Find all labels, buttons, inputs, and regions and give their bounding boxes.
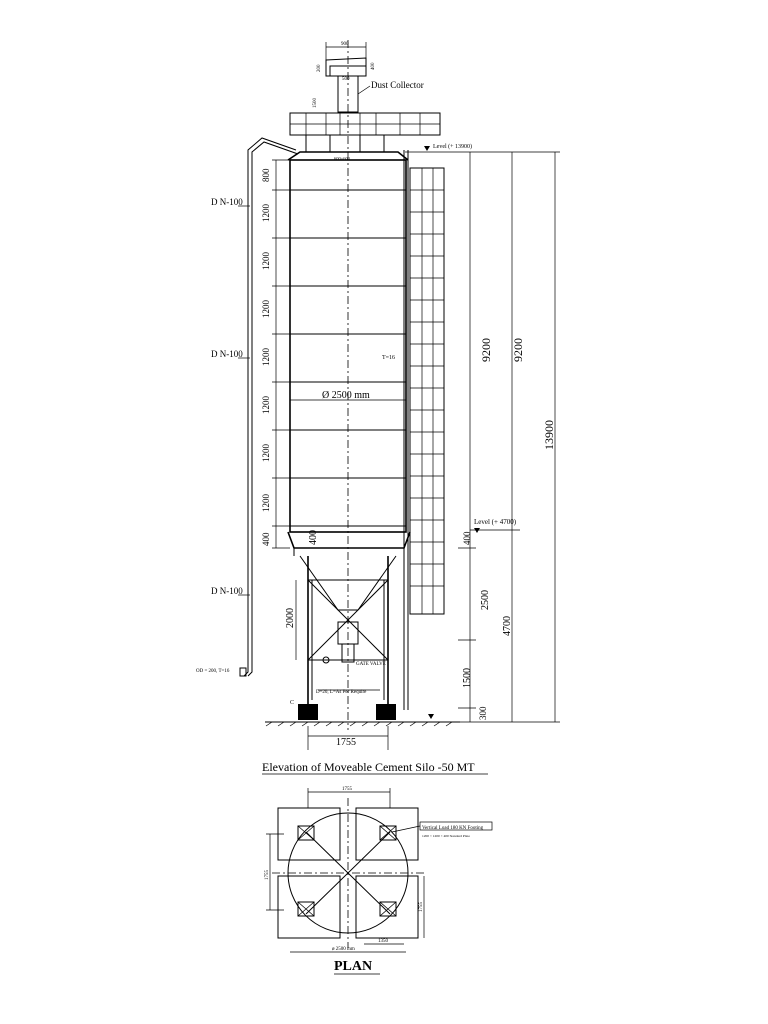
plan-dim-bottom: ø 2500 mm [332,947,355,952]
seg-dim-3: 1200 [261,252,271,271]
seg-dim-9: 400 [261,532,271,546]
plan-dim-left: 1755 [265,870,270,881]
bolt-label: D=20, L=As Per Require [316,690,367,695]
dim-top-small-right: 400 [371,62,376,70]
pipe-label-2: D N-100 [211,349,243,359]
dim-duct-height: 1500 [313,98,318,109]
elevation-title: Elevation of Moveable Cement Silo -50 MT [262,760,475,774]
seg-dim-8: 1200 [261,494,271,513]
plan-dim-top: 1755 [342,787,353,792]
access-ladder [403,150,445,710]
shell-segment-dims: 800 1200 1200 1200 1200 1200 1200 1200 4… [261,159,290,549]
dim-roof-opening: 600×600 [334,156,351,161]
plan-dim-right-bottom: 1350 [378,939,389,944]
level-top-label: Level (+ 13900) [433,143,472,150]
dim-right-1500: 1500 [462,668,473,688]
diameter-label: Ø 2500 mm [322,390,370,401]
seg-dim-5: 1200 [261,348,271,367]
cone-label: 400 [308,530,319,545]
dim-right-13900: 13900 [542,420,556,450]
seg-dim-7: 1200 [261,444,271,463]
plan-view: 1755 1755 1755 1350 ø 2500 mm [265,787,493,975]
seg-dim-6: 1200 [261,396,271,415]
pipe-label-3: D N-100 [211,586,243,596]
right-dimensions: 9200 9200 13900 400 2500 4700 1500 300 L… [410,152,560,723]
silo-body: Ø 2500 mm T=16 400 [287,40,411,730]
base-width: 1755 [336,737,356,748]
pipe-label-1: D N-100 [211,197,243,207]
pipe-spec: OD = 200, T=16 [196,669,230,674]
dim-right-9200-a: 9200 [479,338,493,362]
seg-dim-4: 1200 [261,300,271,319]
gate-label: GATE VALVE [356,662,386,667]
seg-dim-2: 1200 [261,204,271,223]
dim-top-small-left: 200 [317,64,322,72]
support-legs: GATE VALVE 2000 D=20, L=As Per Require C… [265,556,460,750]
thickness-label: T=16 [382,355,395,361]
dust-collector-label: Dust Collector [371,80,424,90]
svg-text:C: C [290,700,294,706]
plan-title: PLAN [334,959,372,974]
level-mid-label: Level (+ 4700) [474,518,517,526]
dim-top-width: 900 [341,42,349,47]
dim-2000: 2000 [285,608,296,628]
footing-label-1: Vertical Load 180 KN Footing [422,826,484,831]
dim-right-300: 300 [478,706,488,720]
dim-right-9200-b: 9200 [511,338,525,362]
fill-pipe: D N-100 D N-100 D N-100 OD = 200, T=16 [196,137,299,677]
footing-label-2: 1200 × 1200 × 400 Standard Plate [422,834,470,838]
dim-right-4700: 4700 [502,616,513,636]
dim-right-2500: 2500 [480,590,491,610]
seg-dim-1: 800 [261,168,271,182]
level-top-marker: Level (+ 13900) [405,143,560,153]
dust-collector: 900 200 400 500 1500 Dust Collector 600×… [289,42,441,161]
dim-right-400: 400 [462,531,472,545]
plan-dim-right: 1755 [419,902,424,913]
dim-top-inner: 500 [342,77,350,82]
